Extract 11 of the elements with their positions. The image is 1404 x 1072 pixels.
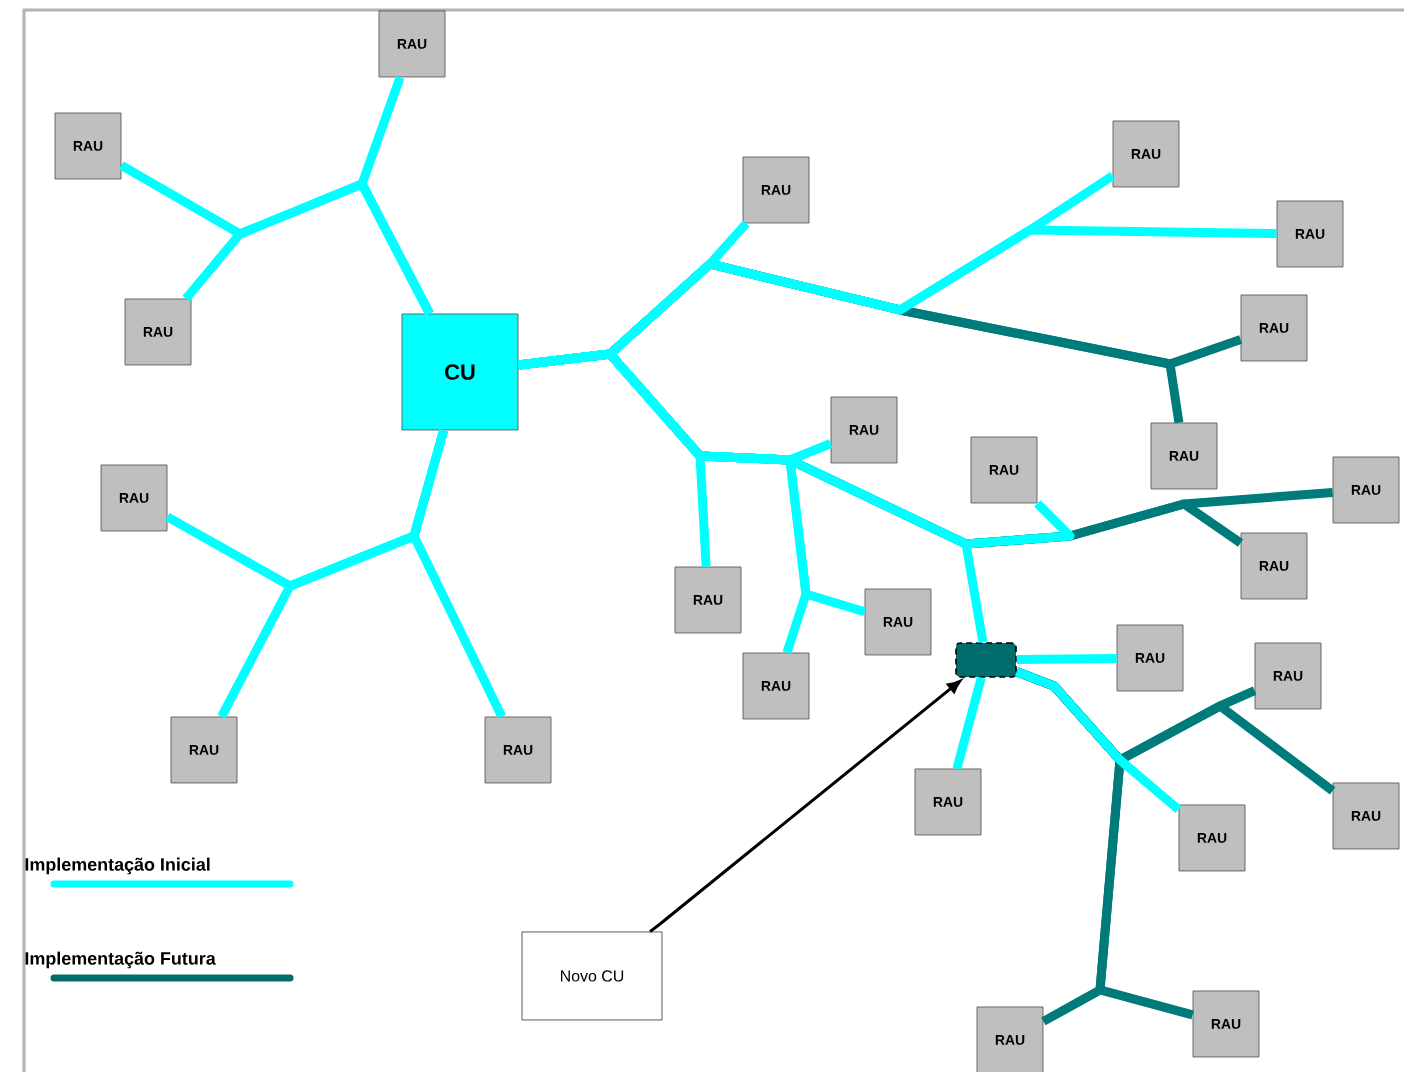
connector-line <box>517 349 988 643</box>
connector-line <box>649 680 961 933</box>
cu-box: CU <box>401 313 519 431</box>
connector-line <box>952 676 986 770</box>
legend-label: Implementação Futura <box>25 951 216 969</box>
connector-line <box>1015 667 1182 814</box>
legend-label: Implementação Inicial <box>25 857 210 875</box>
connector-line <box>182 179 434 316</box>
new-node-box <box>955 642 1017 678</box>
connector-line <box>1016 653 1117 665</box>
connector-line <box>409 429 506 719</box>
